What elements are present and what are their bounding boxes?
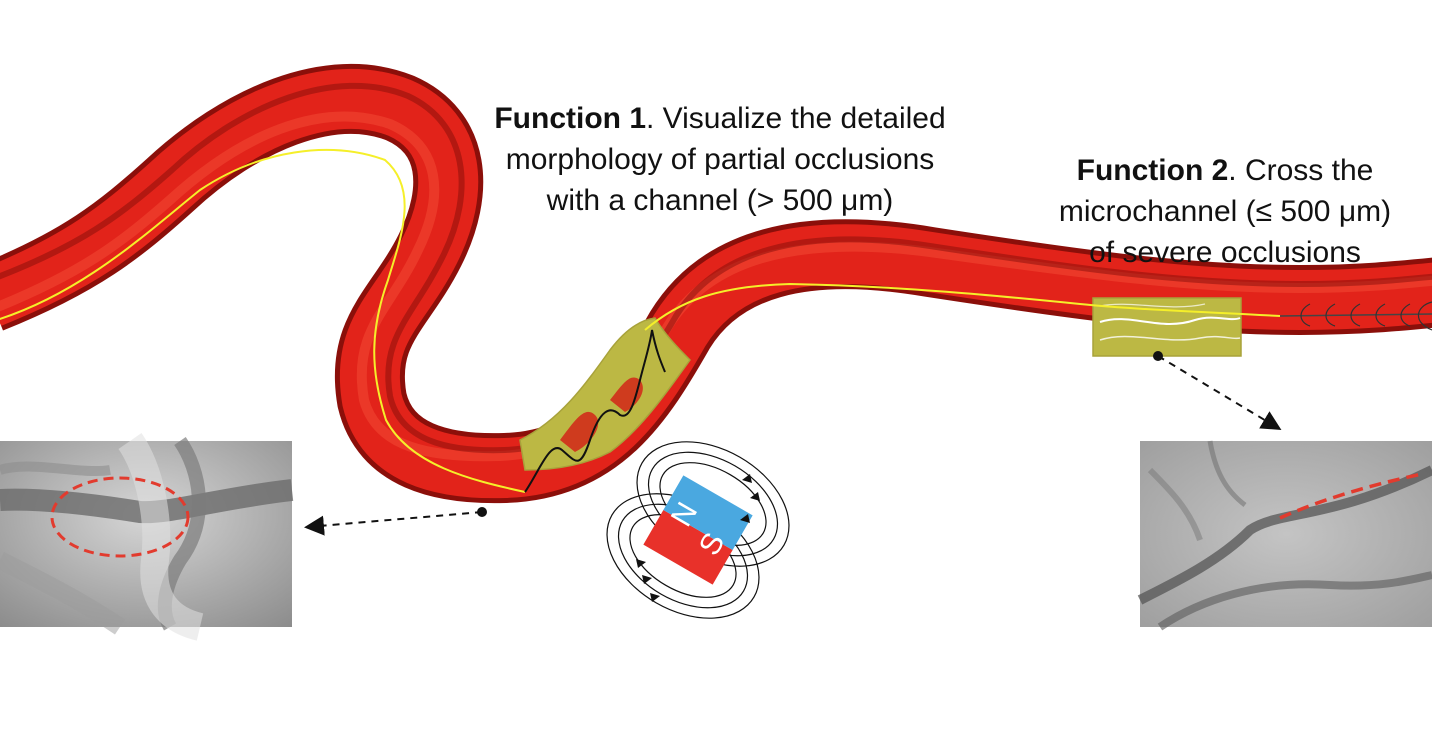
function-1-line-1-text: . Visualize the detailed [646,102,946,135]
guidewire-line [0,149,526,493]
pointer-arrow-right [1153,351,1282,431]
function-2-caption: Function 2. Cross the microchannel (≤ 50… [1010,150,1432,273]
robot-tail-spring [1279,313,1432,317]
vessel-body [0,68,1432,499]
pointer-arrow-left [304,507,487,536]
xray-image-left [0,433,294,641]
function-2-line-2: microchannel (≤ 500 μm) [1058,195,1392,228]
blood-vessel [0,63,1432,504]
robot-zigzag [524,329,666,493]
guidewire [0,149,1432,493]
vessel-inner-shadow [0,82,1432,454]
partial-occlusion [519,317,691,471]
field-arrow-markers [636,474,760,602]
magnet [606,441,790,619]
function-2-line-1-text: . Cross the [1228,154,1374,187]
guidewire-line-2 [644,282,1281,331]
function-2-line-3: of severe occlusions [1089,236,1361,269]
function-1-line-1: Function 1. Visualize the detailed [440,98,1000,139]
magnet-north [643,509,733,585]
function-1-line-3: with a channel (> 500 μm) [546,184,894,217]
function-1-line-2: morphology of partial occlusions [505,143,935,176]
vessel-highlight [0,111,1432,462]
function-2-line-1: Function 2. Cross the [1010,150,1432,191]
xray-image-right [1137,440,1432,631]
function-2-title: Function 2 [1076,154,1229,187]
magnet-south [663,475,753,550]
function-1-title: Function 1 [494,102,646,135]
function-1-caption: Function 1. Visualize the detailed morph… [440,98,1000,221]
